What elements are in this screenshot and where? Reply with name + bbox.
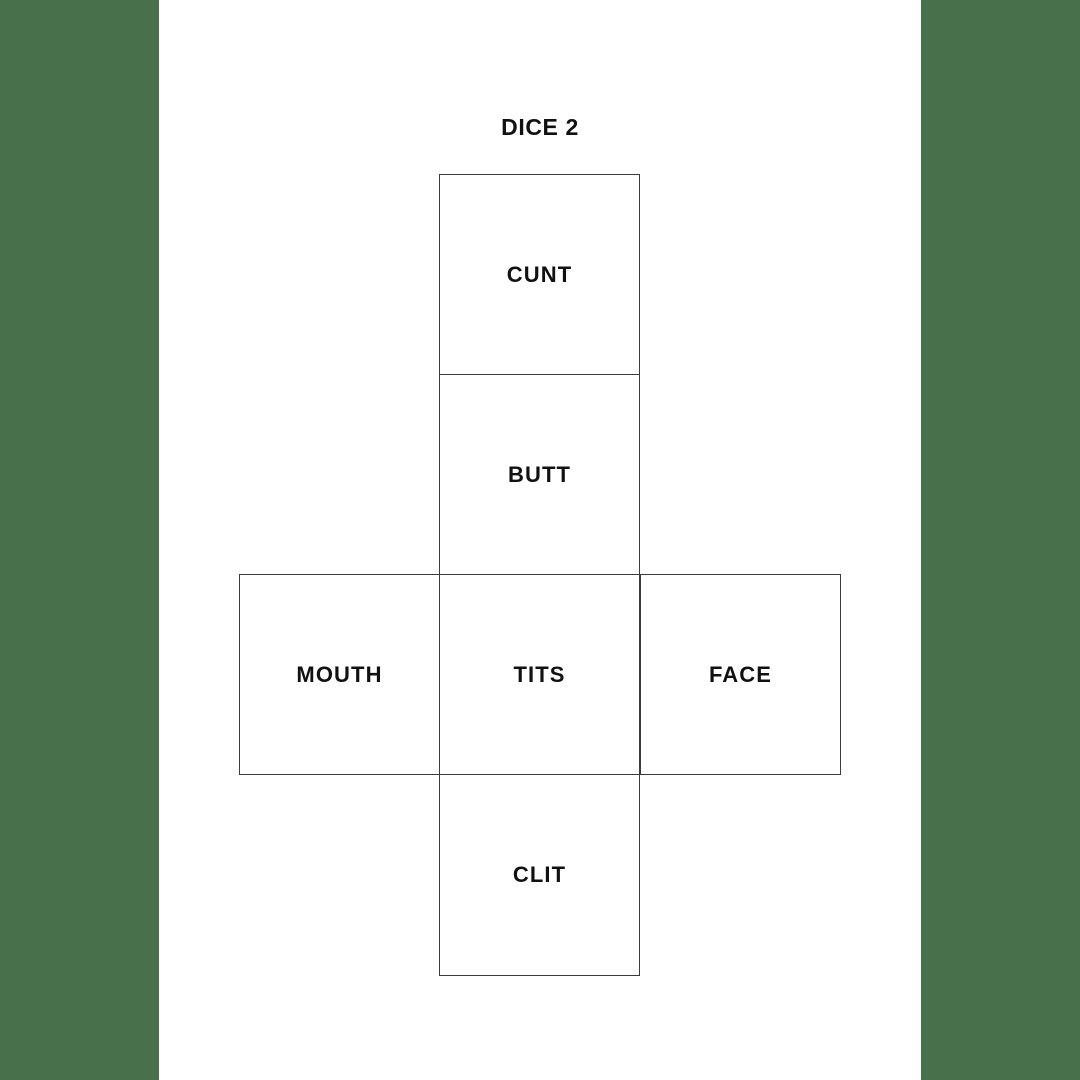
printable-page-sheet: DICE 2 CUNT BUTT MOUTH TITS FACE CLIT [159,0,921,1080]
dice-face-middle-center[interactable]: TITS [439,574,640,775]
dice-face-bottom[interactable]: CLIT [439,774,640,976]
dice-face-upper-middle-label: BUTT [507,461,572,487]
dice-face-middle-left[interactable]: MOUTH [239,574,440,775]
dice-face-bottom-label: CLIT [512,862,567,887]
page-title: DICE 2 [501,114,579,140]
dice-face-middle-left-label: MOUTH [296,661,383,687]
dice-face-middle-right[interactable]: FACE [640,574,841,775]
dice-face-upper-middle[interactable]: BUTT [439,374,640,575]
dice-face-top[interactable]: CUNT [439,174,640,375]
dice-face-middle-center-label: TITS [513,661,566,687]
dice-face-top-label: CUNT [506,261,573,287]
dice-face-middle-right-label: FACE [708,661,773,687]
dice-net-diagram: CUNT BUTT MOUTH TITS FACE CLIT [159,0,921,1080]
